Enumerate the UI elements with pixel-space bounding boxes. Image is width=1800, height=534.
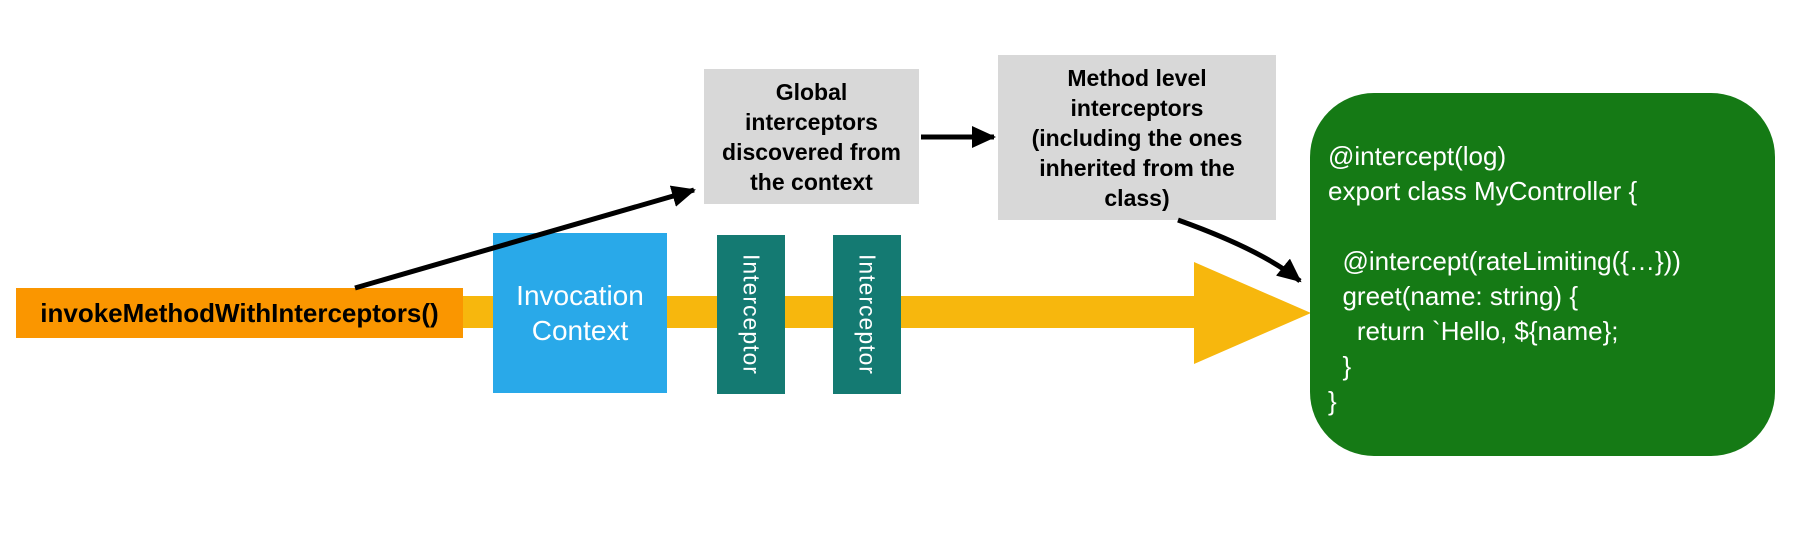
invocation-context-box: Invocation Context xyxy=(493,233,667,393)
interceptor-2-label: Interceptor xyxy=(854,254,881,375)
method-interceptors-label: Method level interceptors (including the… xyxy=(1031,64,1243,211)
invoke-method-box: invokeMethodWithInterceptors() xyxy=(16,288,463,338)
controller-code: @intercept(log) export class MyControlle… xyxy=(1328,141,1681,416)
interceptor-box-2: Interceptor xyxy=(833,235,901,394)
arrow-method-to-code xyxy=(1177,217,1302,283)
invoke-method-label: invokeMethodWithInterceptors() xyxy=(40,297,439,328)
method-interceptors-note: Method level interceptors (including the… xyxy=(998,55,1276,220)
interceptor-box-1: Interceptor xyxy=(717,235,785,394)
invocation-context-label: Invocation Context xyxy=(516,280,644,346)
global-interceptors-note: Global interceptors discovered from the … xyxy=(704,69,919,204)
global-interceptors-label: Global interceptors discovered from the … xyxy=(722,78,901,195)
controller-code-box: @intercept(log) export class MyControlle… xyxy=(1310,93,1775,456)
interceptor-1-label: Interceptor xyxy=(738,254,765,375)
arrow-invoke-to-global xyxy=(354,185,696,291)
